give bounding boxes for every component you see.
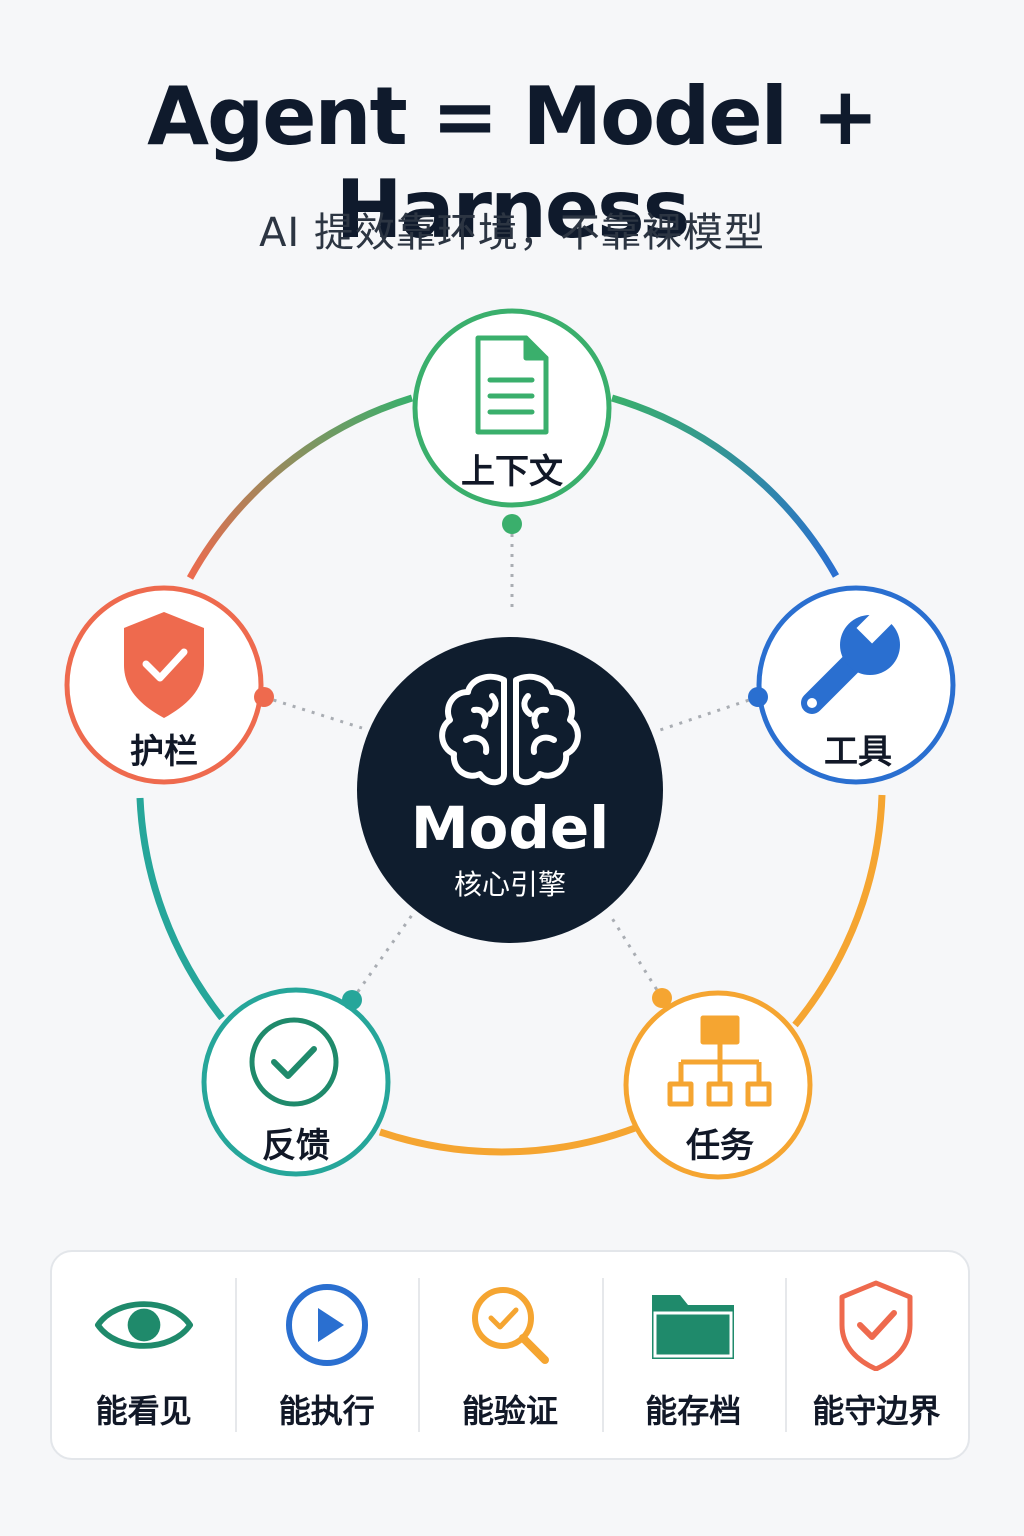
model-title: Model — [411, 794, 609, 862]
outer-ring — [136, 394, 886, 1156]
agent-diagram: Model 核心引擎 上下文 工具 — [64, 308, 956, 1180]
ring-segment-guardrail-context — [186, 394, 414, 580]
page-title: Agent = Model + Harness — [147, 70, 879, 256]
capability-verify: 能验证 — [418, 1252, 601, 1458]
capability-label-archive: 能存档 — [645, 1392, 742, 1430]
check-circle-icon — [249, 1017, 339, 1107]
brain-icon — [439, 673, 581, 786]
magnifier-check-icon — [460, 1280, 560, 1370]
capability-execute: 能执行 — [235, 1252, 418, 1458]
wrench-icon — [801, 602, 900, 714]
ring-segment-tasks-feedback — [378, 1124, 637, 1156]
capability-archive: 能存档 — [601, 1252, 785, 1458]
folder-icon — [643, 1280, 743, 1370]
model-circle — [357, 637, 663, 943]
capability-label-verify: 能验证 — [462, 1392, 559, 1430]
node-label-guardrail: 护栏 — [130, 732, 198, 772]
node-guardrail[interactable]: 护栏 — [64, 585, 274, 785]
node-tools[interactable]: 工具 — [748, 585, 956, 785]
connectors — [263, 524, 759, 1001]
ring-segment-tools-tasks — [792, 794, 886, 1028]
ring-segment-context-tools — [611, 394, 840, 578]
model-subtitle: 核心引擎 — [454, 868, 566, 901]
node-dot-guardrail — [254, 687, 274, 707]
capability-label-execute: 能执行 — [278, 1392, 375, 1430]
play-icon — [277, 1280, 377, 1370]
shield-check-icon — [826, 1280, 926, 1371]
document-icon — [475, 335, 549, 435]
connector-feedback — [350, 914, 414, 1001]
connector-guardrail — [263, 695, 363, 730]
hierarchy-icon — [667, 1015, 772, 1107]
eye-icon — [94, 1280, 194, 1370]
node-dot-tasks — [652, 988, 672, 1008]
node-label-feedback: 反馈 — [262, 1126, 330, 1166]
node-dot-context — [502, 514, 522, 534]
page-subtitle: AI 提效靠环境，不靠裸模型 — [259, 210, 765, 256]
node-dot-feedback — [342, 990, 362, 1010]
node-tasks[interactable]: 任务 — [623, 988, 813, 1180]
node-label-tools: 工具 — [824, 732, 892, 772]
capabilities-panel: 能看见 能执行 能验证 — [50, 1250, 970, 1460]
capability-boundary: 能守边界 — [784, 1252, 968, 1458]
capability-label-see: 能看见 — [95, 1392, 192, 1430]
connector-tasks — [608, 914, 664, 999]
model-core: Model 核心引擎 — [357, 637, 663, 943]
node-dot-tools — [748, 687, 768, 707]
capability-see: 能看见 — [52, 1252, 235, 1458]
node-label-context: 上下文 — [461, 452, 563, 492]
node-label-tasks: 任务 — [686, 1126, 754, 1166]
shield-check-icon — [124, 612, 204, 718]
ring-segment-feedback-guardrail — [136, 797, 225, 1021]
node-feedback[interactable]: 反馈 — [201, 987, 391, 1177]
connector-tools — [659, 695, 759, 732]
node-context[interactable]: 上下文 — [412, 308, 612, 534]
capability-label-boundary: 能守边界 — [812, 1392, 941, 1430]
